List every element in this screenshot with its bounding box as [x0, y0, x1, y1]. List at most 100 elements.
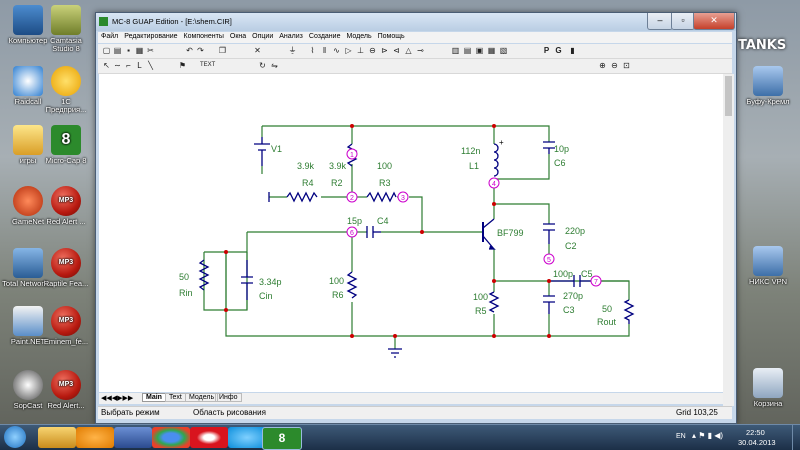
undo-icon[interactable]: ↶ [186, 46, 193, 55]
inductor-l1[interactable] [493, 143, 499, 177]
resistor-r4[interactable] [286, 191, 318, 203]
taskbar-chrome-icon[interactable] [152, 427, 190, 448]
desktop-icon-gamenet[interactable]: GameNet [2, 186, 54, 226]
flag-icon[interactable]: ⚑ [178, 61, 187, 70]
desktop-icon-raidcall[interactable]: Raidcall [2, 66, 54, 106]
bar-chart-icon[interactable]: ▮ [570, 46, 575, 55]
menu-item-model[interactable]: Модель [346, 33, 372, 40]
taskbar-opera-icon[interactable] [190, 427, 228, 448]
ground-icon[interactable]: ⏚ [288, 46, 297, 55]
node-7[interactable]: 7 [590, 275, 602, 287]
resistor-icon[interactable]: ⌇ [310, 46, 315, 55]
resistor-rout[interactable] [623, 299, 635, 324]
tray-icons[interactable]: ▴ ⚑ ▮ ◀) [692, 431, 724, 440]
maximize-button[interactable]: ▫ [671, 13, 695, 30]
desktop-icon-totalnet[interactable]: Total Network... [2, 248, 54, 288]
menu-item-create[interactable]: Создание [308, 33, 341, 40]
taskbar-microcap-icon[interactable]: 8 [262, 427, 302, 450]
capacitor-c2[interactable] [543, 223, 555, 231]
taskbar-save-icon[interactable] [114, 427, 152, 448]
minimize-button[interactable]: ‒ [647, 13, 673, 30]
desktop-icon-games[interactable]: игры [2, 125, 54, 165]
node-2[interactable]: 2 [346, 191, 358, 203]
wire-icon[interactable]: ∼ [114, 61, 121, 70]
show-desktop-button[interactable] [792, 425, 800, 450]
language-indicator[interactable]: EN [676, 433, 686, 440]
switch-icon[interactable]: ⊸ [417, 46, 424, 55]
rotate-icon[interactable]: ↻ [259, 61, 266, 70]
analysis-icon[interactable]: ▧ [499, 46, 508, 55]
open-icon[interactable]: ▤ [113, 46, 122, 55]
tab-nav-arrows[interactable]: ◀◀◀▶▶▶ [101, 395, 134, 402]
desktop-icon-sopcast[interactable]: SopCast [2, 370, 54, 410]
desktop-icon-nyu[interactable]: Буфу-Кремл [742, 66, 794, 106]
resistor-r6[interactable] [346, 271, 358, 299]
battery-v1[interactable] [254, 143, 270, 151]
diagonal-wire-icon[interactable]: ╲ [148, 61, 153, 70]
print-icon[interactable]: ▦ [135, 46, 144, 55]
tab-model[interactable]: Модель [185, 393, 219, 402]
mosfet-icon[interactable]: ⊲ [393, 46, 400, 55]
diode-icon[interactable]: ▷ [345, 46, 352, 55]
zoom-in-icon[interactable]: ⊕ [599, 61, 606, 70]
capacitor-c3[interactable] [543, 295, 555, 303]
title-bar[interactable]: MC-8 GUAP Edition - [E:\shem.CIR] ‒ ▫ ✕ [96, 13, 736, 31]
probe-icon[interactable]: ▦ [487, 46, 496, 55]
cut-icon[interactable]: ✂ [147, 46, 154, 55]
desktop-icon-computer[interactable]: Компьютер [2, 5, 54, 45]
redo-icon[interactable]: ↷ [197, 46, 204, 55]
node-3[interactable]: 3 [397, 191, 409, 203]
taskbar-skype-icon[interactable] [228, 427, 266, 448]
zoom-fit-icon[interactable]: ⊡ [623, 61, 630, 70]
new-icon[interactable]: ▢ [102, 46, 111, 55]
delete-icon[interactable]: ✕ [254, 46, 261, 55]
desktop-icon-camtasia[interactable]: Camtasia Studio 8 [40, 5, 92, 53]
select-arrow-icon[interactable]: ↖ [103, 61, 110, 70]
capacitor-icon[interactable]: ‖ [322, 46, 327, 55]
start-button[interactable] [4, 426, 26, 448]
flip-icon[interactable]: ⇋ [271, 61, 278, 70]
desktop-icon-recycle-bin[interactable]: Корзина [742, 368, 794, 408]
tab-text[interactable]: Text [165, 393, 186, 402]
menu-item-options[interactable]: Опции [252, 33, 274, 40]
vertical-scrollbar[interactable] [723, 74, 734, 406]
resistor-r3[interactable] [366, 191, 397, 203]
save-icon[interactable]: ▪ [127, 46, 130, 55]
node-1[interactable]: 1 [346, 148, 358, 160]
desktop-icon-vpn[interactable]: НИКС VPN [742, 246, 794, 286]
grid-icon[interactable]: ▥ [451, 46, 460, 55]
resistor-r5[interactable] [488, 291, 500, 313]
opamp-icon[interactable]: △ [405, 46, 412, 55]
schematic-canvas[interactable]: 1 2 3 4 5 6 7 V1 3.9k R4 3.9k R2 100 R3 … [99, 74, 723, 392]
text-g-icon[interactable]: G [555, 46, 562, 55]
menu-item-file[interactable]: Файл [101, 33, 119, 40]
clock-time[interactable]: 22:50 [746, 428, 765, 437]
node-4[interactable]: 4 [488, 177, 500, 189]
menu-item-windows[interactable]: Окна [229, 33, 247, 40]
taskbar-explorer-icon[interactable] [38, 427, 76, 448]
ground-symbol[interactable] [388, 348, 402, 358]
desktop-icon-paintnet[interactable]: Paint.NET [2, 306, 54, 346]
line-icon[interactable]: ⌐ [126, 61, 131, 70]
desktop-icon-1c[interactable]: 1С Предприя... [40, 66, 92, 114]
ortho-wire-icon[interactable]: L [137, 61, 142, 70]
tab-main[interactable]: Main [142, 393, 166, 402]
tab-info[interactable]: Инфо [215, 393, 242, 402]
clock-date[interactable]: 30.04.2013 [738, 438, 776, 447]
text-p-icon[interactable]: P [543, 46, 550, 55]
zoom-out-icon[interactable]: ⊖ [611, 61, 618, 70]
menu-item-help[interactable]: Помощь [377, 33, 405, 40]
inductor-icon[interactable]: ∿ [333, 46, 340, 55]
close-button[interactable]: ✕ [693, 13, 735, 30]
copy-icon[interactable]: ❐ [218, 46, 227, 55]
window-cascade-icon[interactable]: ▣ [475, 46, 484, 55]
resistor-rin[interactable] [198, 259, 210, 291]
menu-item-analysis[interactable]: Анализ [279, 33, 303, 40]
source-icon[interactable]: ⊖ [369, 46, 376, 55]
scroll-thumb[interactable] [725, 76, 732, 116]
